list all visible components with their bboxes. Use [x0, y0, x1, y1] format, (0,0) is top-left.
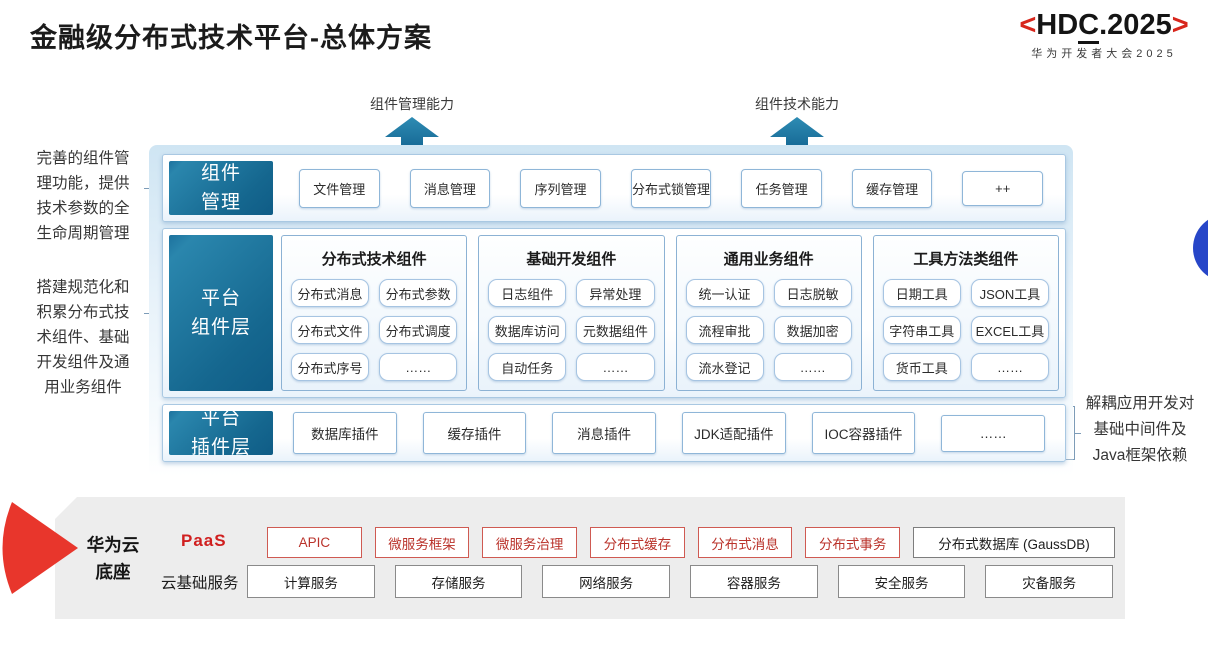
logo-right-angle: >	[1171, 9, 1189, 41]
iaas-row: 计算服务存储服务网络服务容器服务安全服务灾备服务	[247, 565, 1114, 598]
component-box: 货币工具	[882, 353, 961, 381]
note-decouple: 解耦应用开发对 基础中间件及 Java框架依赖	[1085, 395, 1195, 464]
logo-left-angle: <	[1019, 9, 1037, 41]
group-title: 分布式技术组件	[321, 251, 427, 268]
component-box: 日志组件	[488, 279, 567, 307]
component-box: 分布式调度	[379, 316, 458, 344]
cloud-service-box: 安全服务	[837, 565, 966, 598]
row-component-management: 组件 管理 文件管理消息管理序列管理分布式锁管理任务管理缓存管理 ++	[162, 154, 1066, 222]
hdc-2025-logo: <HDC.2025> 华为开发者大会2025	[1002, 8, 1206, 61]
plugin-items: 数据库插件缓存插件消息插件 JDK适配插件 IOC容器插件 ……	[293, 411, 1046, 455]
component-box: EXCEL工具	[970, 316, 1049, 344]
group-common-business: 通用业务组件 统一认证日志脱敏流程审批数据加密流水登记 ……	[675, 235, 862, 391]
foundation-label: 华为云 底座	[86, 535, 140, 582]
management-capability-arrow: 组件管理能力	[327, 94, 497, 157]
component-management-items: 文件管理消息管理序列管理分布式锁管理任务管理缓存管理 ++	[299, 161, 1044, 215]
component-box: 数据库访问	[488, 316, 567, 344]
component-box: 异常处理	[576, 279, 655, 307]
component-box: 自动任务	[488, 353, 567, 381]
group-title: 通用业务组件	[723, 251, 814, 268]
plugin-box: 消息插件	[552, 412, 657, 454]
component-management-box: 任务管理	[741, 168, 822, 208]
component-box: 分布式文件	[291, 316, 370, 344]
paas-row: APIC 微服务框架微服务治理分布式缓存分布式消息分布式事务 分布式数据库 (Ga…	[267, 527, 1115, 558]
component-box: JSON工具	[970, 279, 1049, 307]
technical-capability-arrow: 组件技术能力	[712, 94, 882, 157]
component-box: 元数据组件	[576, 316, 655, 344]
component-box: 日志脱敏	[773, 279, 852, 307]
component-box: 日期工具	[882, 279, 961, 307]
note-component-management: 完善的组件管 理功能，提供 技术参数的全 生命周期管理	[36, 150, 130, 242]
cloud-basic-services-label: 云基础服务	[161, 575, 239, 592]
component-management-box: 消息管理	[409, 168, 491, 208]
group-distributed-tech: 分布式技术组件 分布式消息分布式参数分布式文件分布式调度分布式序号 ……	[281, 235, 468, 391]
hdc-logo-text: <HDC.2025>	[1002, 8, 1206, 44]
red-pointer-icon	[2, 502, 78, 594]
component-box: ……	[773, 353, 852, 381]
group-title: 基础开发组件	[526, 251, 617, 268]
group-items: 日志组件异常处理数据库访问元数据组件自动任务 ……	[488, 279, 655, 381]
paas-service-box: APIC	[267, 527, 362, 558]
group-title: 工具方法类组件	[913, 251, 1019, 268]
plugin-box: 缓存插件	[422, 412, 527, 454]
group-items: 日期工具 JSON工具字符串工具 EXCEL工具货币工具 ……	[882, 279, 1049, 381]
cloud-service-box: 计算服务	[247, 565, 375, 598]
plugin-box: IOC容器插件	[811, 412, 916, 454]
cloud-service-box: 网络服务	[542, 565, 671, 598]
group-items: 统一认证日志脱敏流程审批数据加密流水登记 ……	[685, 279, 852, 381]
component-box: 流水登记	[685, 353, 764, 381]
group-basic-dev: 基础开发组件 日志组件异常处理数据库访问元数据组件自动任务 ……	[478, 235, 665, 391]
component-box: ……	[379, 353, 458, 381]
component-management-box: 缓存管理	[851, 168, 933, 208]
paas-service-box: 分布式事务	[805, 527, 901, 558]
component-management-box: 文件管理	[299, 168, 380, 208]
component-box: 流程审批	[685, 316, 764, 344]
plugin-box: 数据库插件	[293, 412, 397, 454]
row-label-platform-components: 平台 组件层	[169, 235, 273, 391]
cloud-service-box: 存储服务	[394, 565, 523, 598]
note-platform-components: 搭建规范化和 积累分布式技 术组件、基础 开发组件及通 用业务组件	[36, 279, 130, 396]
row-label-platform-plugins: 平台 插件层	[169, 408, 273, 458]
paas-items: APIC 微服务框架微服务治理分布式缓存分布式消息分布式事务	[267, 527, 901, 558]
component-box: ……	[576, 353, 655, 381]
component-box: 分布式消息	[291, 279, 370, 307]
component-box: 分布式参数	[379, 279, 458, 307]
group-items: 分布式消息分布式参数分布式文件分布式调度分布式序号 ……	[291, 279, 458, 381]
up-arrow-icon	[770, 117, 824, 157]
row-platform-plugin-layer: 平台 插件层 数据库插件缓存插件消息插件 JDK适配插件 IOC容器插件 ……	[162, 404, 1066, 462]
hdc-logo-subtitle: 华为开发者大会2025	[1031, 48, 1177, 60]
group-utility-methods: 工具方法类组件 日期工具 JSON工具字符串工具 EXCEL工具货币工具 ……	[872, 235, 1059, 391]
component-management-box: 分布式锁管理	[630, 168, 712, 208]
component-box: 统一认证	[685, 279, 764, 307]
plugin-box: JDK适配插件	[682, 412, 786, 454]
page-title: 金融级分布式技术平台-总体方案	[30, 23, 432, 53]
component-box: 字符串工具	[882, 316, 961, 344]
blue-half-circle-decoration	[1193, 214, 1208, 282]
component-groups: 分布式技术组件 分布式消息分布式参数分布式文件分布式调度分布式序号 …… 基础开发…	[281, 235, 1059, 391]
technical-capability-label: 组件技术能力	[755, 96, 839, 112]
cloud-service-box: 容器服务	[690, 565, 818, 598]
plugin-box: ……	[941, 414, 1046, 452]
row-label-component-management: 组件 管理	[169, 161, 273, 215]
paas-service-box: 分布式缓存	[590, 527, 685, 558]
up-arrow-icon	[385, 117, 439, 157]
paas-service-box: 微服务治理	[482, 527, 578, 558]
paas-service-box: 分布式消息	[697, 527, 793, 558]
huawei-cloud-foundation: 华为云 底座 PaaS APIC 微服务框架微服务治理分布式缓存分布式消息分布式事…	[55, 497, 1125, 619]
paas-label: PaaS	[181, 531, 227, 550]
gaussdb-box: 分布式数据库 (GaussDB)	[913, 527, 1115, 558]
component-box: ……	[970, 353, 1049, 381]
paas-service-box: 微服务框架	[374, 527, 470, 558]
row-platform-component-layer: 平台 组件层 分布式技术组件 分布式消息分布式参数分布式文件分布式调度分布式序号…	[162, 228, 1066, 398]
component-box: 数据加密	[773, 316, 852, 344]
cloud-service-box: 灾备服务	[985, 565, 1114, 598]
component-management-box: ++	[962, 170, 1044, 206]
component-box: 分布式序号	[291, 353, 370, 381]
component-management-box: 序列管理	[520, 168, 601, 208]
management-capability-label: 组件管理能力	[370, 96, 454, 112]
